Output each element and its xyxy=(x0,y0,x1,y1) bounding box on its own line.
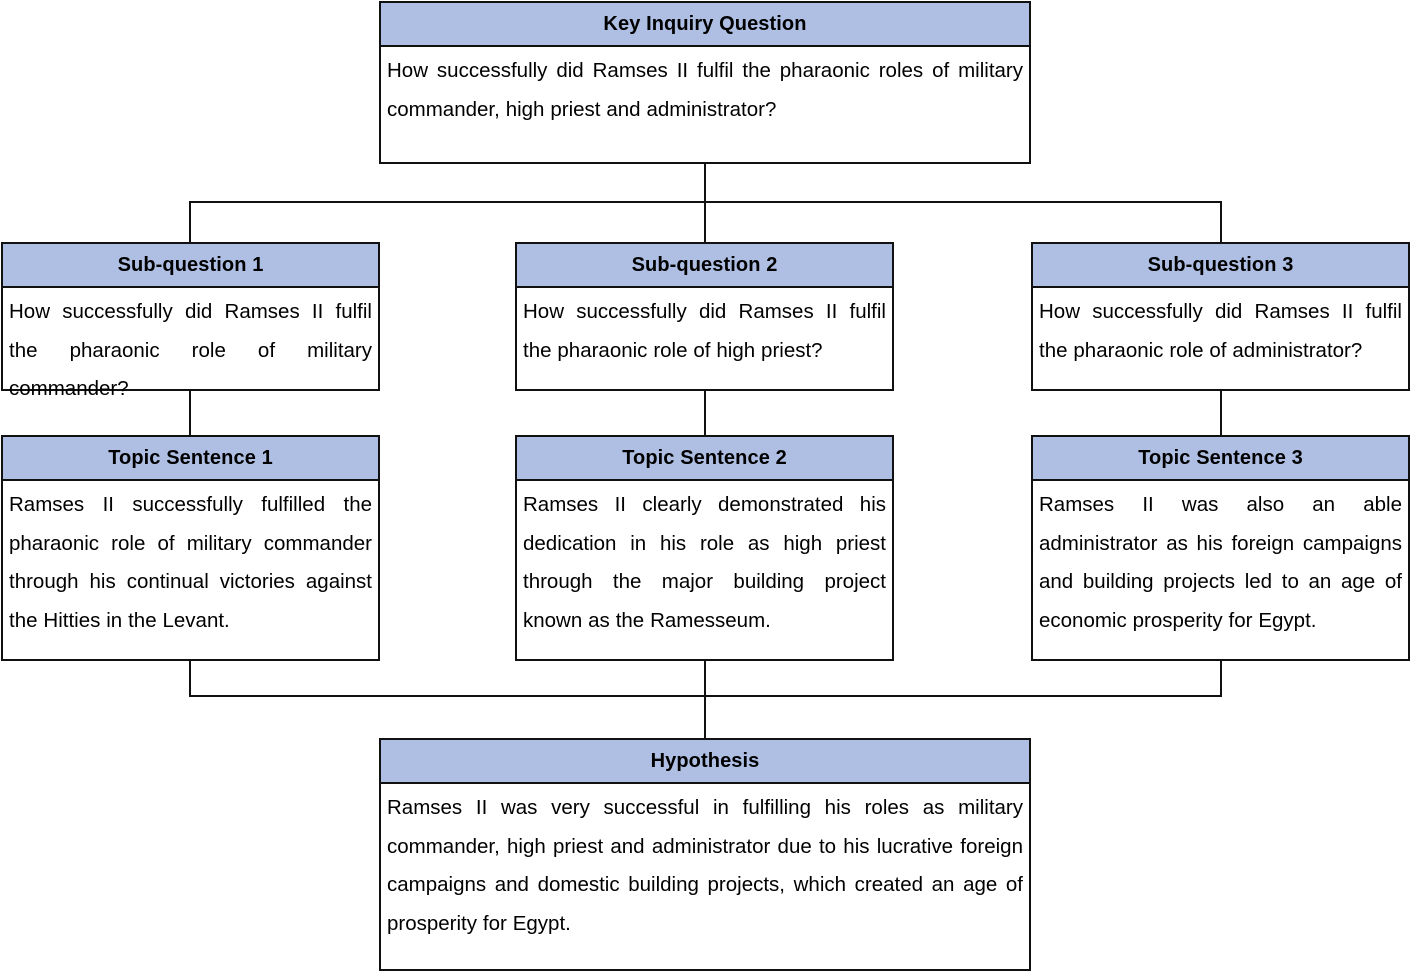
node-topic-sentence-2-header: Topic Sentence 2 xyxy=(517,437,892,481)
node-topic-sentence-1-header: Topic Sentence 1 xyxy=(3,437,378,481)
node-hypothesis-body: Ramses II was very successful in fulfill… xyxy=(387,796,1023,935)
node-topic-sentence-3-body: Ramses II was also an able administrator… xyxy=(1039,493,1402,632)
node-topic-sentence-1-body: Ramses II successfully fulfilled the pha… xyxy=(9,493,372,632)
node-sub-question-3-header: Sub-question 3 xyxy=(1033,244,1408,288)
node-hypothesis-header: Hypothesis xyxy=(381,740,1029,784)
connector-drop-sub-question-1 xyxy=(189,201,191,242)
connector-topic-3-stem xyxy=(1220,660,1222,697)
node-topic-sentence-2[interactable]: Topic Sentence 2 Ramses II clearly demon… xyxy=(515,435,894,661)
node-hypothesis[interactable]: Hypothesis Ramses II was very successful… xyxy=(379,738,1031,971)
node-topic-sentence-2-body: Ramses II clearly demonstrated his dedic… xyxy=(523,493,886,632)
node-topic-sentence-3[interactable]: Topic Sentence 3 Ramses II was also an a… xyxy=(1031,435,1410,661)
node-sub-question-2-header: Sub-question 2 xyxy=(517,244,892,288)
node-sub-question-2[interactable]: Sub-question 2 How successfully did Rams… xyxy=(515,242,894,391)
connector-drop-sub-question-3 xyxy=(1220,201,1222,242)
node-sub-question-1-body: How successfully did Ramses II fulfil th… xyxy=(9,300,372,400)
connector-topic-2-stem xyxy=(704,660,706,697)
node-topic-sentence-3-header: Topic Sentence 3 xyxy=(1033,437,1408,481)
node-topic-sentence-1[interactable]: Topic Sentence 1 Ramses II successfully … xyxy=(1,435,380,661)
connector-drop-hypothesis xyxy=(704,695,706,740)
node-sub-question-2-body: How successfully did Ramses II fulfil th… xyxy=(523,300,886,362)
connector-sub-question-1-to-topic-1 xyxy=(189,390,191,436)
node-sub-question-1-header: Sub-question 1 xyxy=(3,244,378,288)
connector-sub-question-3-to-topic-3 xyxy=(1220,390,1222,436)
connector-key-inquiry-stem xyxy=(704,163,706,203)
node-sub-question-1[interactable]: Sub-question 1 How successfully did Rams… xyxy=(1,242,380,400)
node-sub-question-3[interactable]: Sub-question 3 How successfully did Rams… xyxy=(1031,242,1410,391)
node-sub-question-3-body: How successfully did Ramses II fulfil th… xyxy=(1039,300,1402,362)
node-key-inquiry-question-header: Key Inquiry Question xyxy=(381,3,1029,47)
node-key-inquiry-question-body: How successfully did Ramses II fulfil th… xyxy=(387,59,1023,121)
connector-sub-question-2-to-topic-2 xyxy=(704,390,706,436)
connector-topic-1-stem xyxy=(189,660,191,697)
connector-drop-sub-question-2 xyxy=(704,201,706,242)
node-key-inquiry-question[interactable]: Key Inquiry Question How successfully di… xyxy=(379,1,1031,164)
